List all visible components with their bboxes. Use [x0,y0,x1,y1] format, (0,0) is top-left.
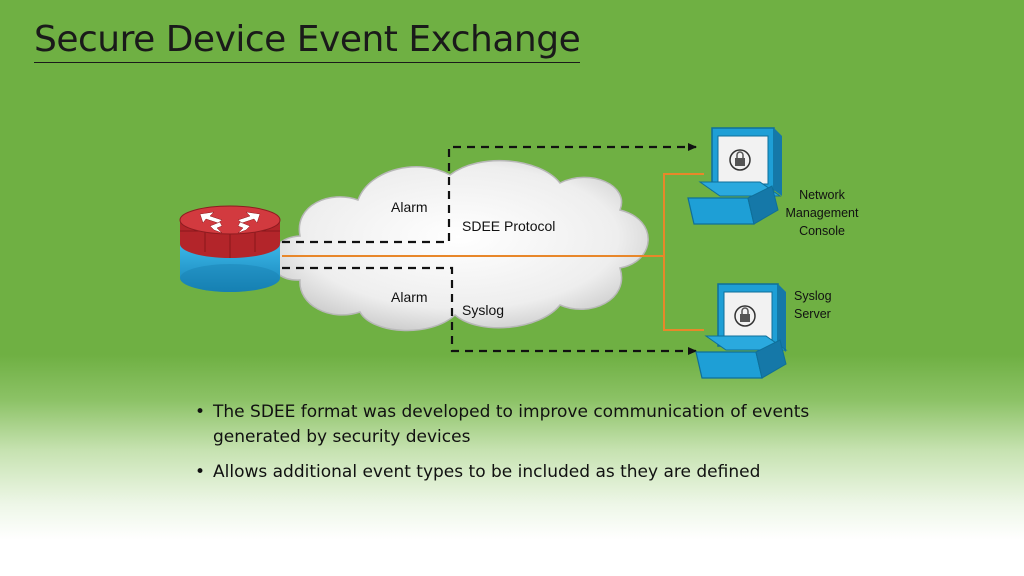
bullet-text: The SDEE format was developed to improve… [213,402,810,447]
bullet-item: • Allows additional event types to be in… [193,460,853,485]
syslog-label: Syslog [462,302,504,318]
bullet-text: Allows additional event types to be incl… [213,462,761,482]
syslog-server-label-line1: Syslog [794,289,832,303]
syslog-server-label-line2: Server [794,307,831,321]
network-link [282,173,704,331]
sdee-protocol-label: SDEE Protocol [462,218,555,234]
alarm-bottom-label: Alarm [391,289,428,305]
alarm-path-bottom [282,266,697,355]
router-firewall-icon [179,205,281,292]
bullet-dot-icon: • [195,402,206,422]
nms-label-line3: Console [799,224,845,238]
network-diagram: Alarm SDEE Protocol Alarm Syslog Network… [179,127,859,379]
nms-label-line1: Network [799,188,846,202]
network-cloud [270,159,649,332]
alarm-path-top [282,143,697,244]
alarm-top-label: Alarm [391,199,428,215]
bullet-item: • The SDEE format was developed to impro… [193,400,853,450]
syslog-server-icon [695,283,788,379]
network-management-console-icon [687,127,782,225]
nms-label-line2: Management [786,206,859,220]
bullet-list: • The SDEE format was developed to impro… [193,400,853,495]
syslog-server-label: Syslog Server [794,289,832,321]
network-management-console-label: Network Management Console [786,188,859,238]
bullet-dot-icon: • [195,462,206,482]
slide-title: Secure Device Event Exchange [34,18,581,63]
